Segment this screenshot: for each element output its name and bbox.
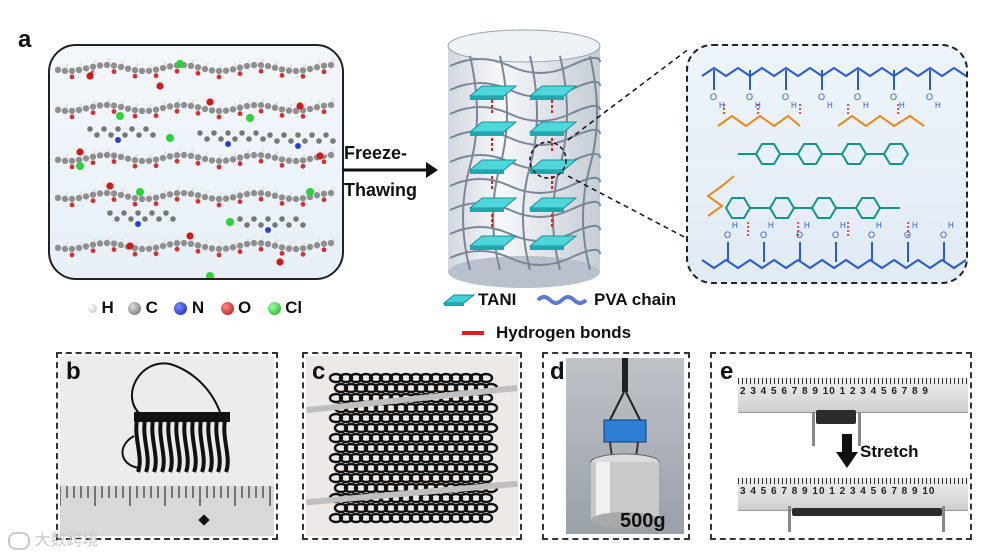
- zoom-lines: [567, 47, 691, 241]
- chemical-structure-box: OHOHOHOHOHOHOHOHOHOHOHOHOHOH: [686, 44, 968, 284]
- stretch-label: Stretch: [860, 442, 919, 461]
- svg-text:O: O: [760, 230, 767, 240]
- svg-text:H: H: [935, 101, 941, 110]
- tani-sheet-icon: [442, 294, 476, 306]
- svg-text:H: H: [827, 101, 833, 110]
- ruler-bottom: 3 4 5 6 7 8 9 10 1 2 3 4 5 6 7 8 9 10: [738, 478, 968, 511]
- legend-hbond: Hydrogen bonds: [496, 323, 632, 342]
- molecule-box: [48, 44, 344, 280]
- carbon-atom-icon: [128, 302, 142, 316]
- svg-text:O: O: [832, 230, 839, 240]
- panel-e-label: e: [720, 358, 734, 385]
- clip-left-bottom: [788, 506, 791, 532]
- svg-text:O: O: [854, 92, 861, 102]
- svg-text:O: O: [818, 92, 825, 102]
- ruler-bottom-numbers: 3 4 5 6 7 8 9 10 1 2 3 4 5 6 7 8 9 10: [740, 486, 936, 497]
- legend-c: C: [145, 298, 158, 317]
- atom-legend: H C N O Cl: [88, 298, 302, 320]
- oxygen-atom-icon: [220, 302, 234, 316]
- legend-o: O: [238, 298, 252, 317]
- process-arrow-icon: [342, 162, 438, 178]
- svg-text:O: O: [724, 230, 731, 240]
- process-label-2: Thawing: [344, 180, 417, 200]
- svg-text:H: H: [840, 221, 846, 230]
- svg-text:H: H: [719, 101, 725, 110]
- clip-left-top: [812, 412, 815, 446]
- svg-text:O: O: [868, 230, 875, 240]
- svg-text:O: O: [926, 92, 933, 102]
- svg-text:H: H: [876, 221, 882, 230]
- panel-d-frame: d 500g: [542, 352, 690, 540]
- svg-text:H: H: [912, 221, 918, 230]
- watermark-logo-icon: [8, 531, 30, 550]
- ruler-top: 2 3 4 5 6 7 8 9 10 1 2 3 4 5 6 7 8 9: [738, 378, 968, 413]
- watermark: 大数跨境: [8, 526, 98, 550]
- legend-n: N: [191, 298, 205, 317]
- svg-text:O: O: [890, 92, 897, 102]
- legend-h: H: [101, 298, 114, 317]
- svg-text:H: H: [768, 221, 774, 230]
- legend-tani: TANI: [478, 290, 517, 309]
- chlorine-atom-icon: [267, 302, 281, 316]
- pva-chain-icon: [536, 295, 588, 305]
- panel-c-label: c: [312, 358, 326, 385]
- svg-text:O: O: [710, 92, 717, 102]
- svg-text:H: H: [791, 101, 797, 110]
- panel-c-frame: c: [302, 352, 522, 540]
- clip-right-top: [858, 412, 861, 446]
- svg-text:H: H: [899, 101, 905, 110]
- hydrogel-cylinder: [447, 29, 601, 288]
- clip-right-bottom: [942, 506, 945, 532]
- svg-text:O: O: [782, 92, 789, 102]
- panel-d-label: d: [550, 358, 565, 385]
- legend-pva: PVA chain: [594, 290, 677, 309]
- svg-text:H: H: [732, 221, 738, 230]
- svg-text:H: H: [863, 101, 869, 110]
- hbond-icon: [462, 331, 484, 335]
- fiber-sample-top: [816, 410, 856, 424]
- process-label-1: Freeze-: [344, 143, 408, 163]
- fiber-sample-stretched: [792, 508, 942, 516]
- knitted-fabric-photo: [306, 356, 518, 536]
- chemical-structure-drawing: OHOHOHOHOHOHOHOHOHOHOHOHOHOH: [701, 66, 966, 270]
- panel-b-frame: b: [56, 352, 278, 540]
- nitrogen-atom-icon: [174, 302, 188, 316]
- svg-text:H: H: [948, 221, 954, 230]
- svg-text:O: O: [796, 230, 803, 240]
- panel-a-label: a: [18, 26, 32, 53]
- hydrogen-atom-icon: [88, 304, 97, 314]
- molecule-drawing: [54, 58, 336, 278]
- ruler-top-numbers: 2 3 4 5 6 7 8 9 10 1 2 3 4 5 6 7 8 9: [740, 386, 929, 397]
- panel-e-frame: e 2 3 4 5 6 7 8 9 10 1 2 3 4 5 6 7 8 9 S…: [710, 352, 972, 540]
- stretch-arrow-icon: [836, 434, 858, 468]
- panel-b-label: b: [66, 358, 81, 385]
- svg-text:O: O: [940, 230, 947, 240]
- watermark-text: 大数跨境: [34, 532, 99, 549]
- legend-cl: Cl: [285, 298, 303, 317]
- svg-text:O: O: [746, 92, 753, 102]
- weight-load-photo: [566, 358, 684, 534]
- svg-text:H: H: [804, 221, 810, 230]
- weight-label: 500g: [620, 510, 666, 532]
- knitted-coil-photo: [60, 356, 274, 536]
